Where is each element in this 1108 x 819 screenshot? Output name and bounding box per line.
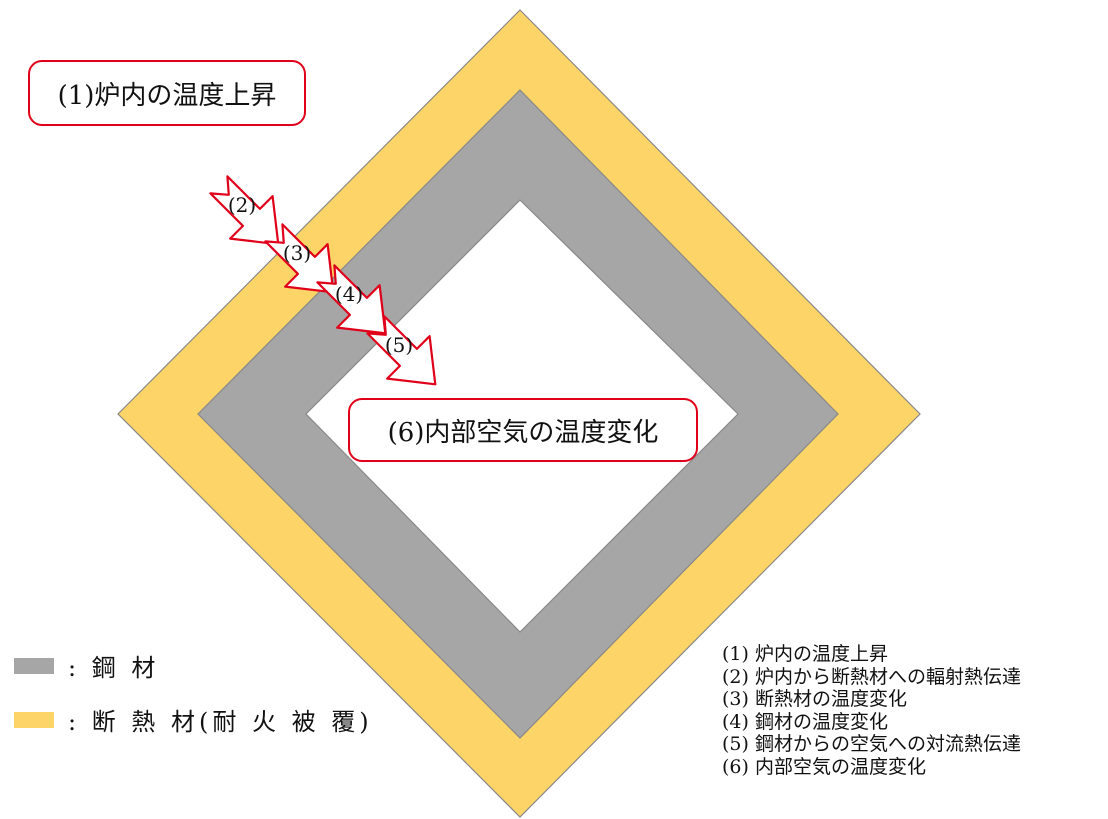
step-item: (5) 鋼材からの空気への対流熱伝達: [722, 733, 1021, 756]
insulation-swatch: [14, 711, 54, 728]
heat-arrow-shape: [316, 264, 387, 335]
legend-insulation-label: : 断 熱 材(耐 火 被 覆): [68, 708, 373, 736]
heat-arrow-3: (3): [264, 223, 335, 294]
heat-arrow-shape: [264, 223, 335, 294]
step-item: (2) 炉内から断熱材への輻射熱伝達: [722, 665, 1021, 688]
step-item: (6) 内部空気の温度変化: [722, 755, 926, 778]
inner-air-temperature-callout: (6)内部空気の温度変化: [348, 398, 698, 462]
legend-steel-label: : 鋼 材: [68, 654, 160, 682]
legend-insulation: : 断 熱 材(耐 火 被 覆): [14, 702, 373, 737]
legend-steel: : 鋼 材: [14, 648, 159, 683]
heat-arrow-label: (3): [283, 241, 311, 265]
step-item: (3) 断熱材の温度変化: [722, 688, 907, 711]
step-item: (4) 鋼材の温度変化: [722, 710, 888, 733]
heat-arrow-label: (2): [228, 193, 256, 217]
heat-arrow-label: (5): [385, 333, 413, 357]
heat-arrow-label: (4): [335, 282, 363, 306]
step-list: (1) 炉内の温度上昇(2) 炉内から断熱材への輻射熱伝達(3) 断熱材の温度変…: [722, 643, 1021, 779]
heat-arrow-4: (4): [316, 264, 387, 335]
steel-swatch: [14, 657, 54, 674]
furnace-temperature-callout: (1)炉内の温度上昇: [28, 60, 306, 126]
heat-arrow-shape: [209, 175, 280, 246]
heat-arrow-shape: [366, 315, 437, 386]
heat-arrows: (2) (3) (4) (5): [209, 175, 437, 386]
furnace-temperature-text: (1)炉内の温度上昇: [57, 80, 277, 111]
heat-arrow-2: (2): [209, 175, 280, 246]
inner-air-temperature-text: (6)内部空気の温度変化: [387, 417, 659, 448]
step-item: (1) 炉内の温度上昇: [722, 643, 888, 665]
heat-arrow-5: (5): [366, 315, 437, 386]
